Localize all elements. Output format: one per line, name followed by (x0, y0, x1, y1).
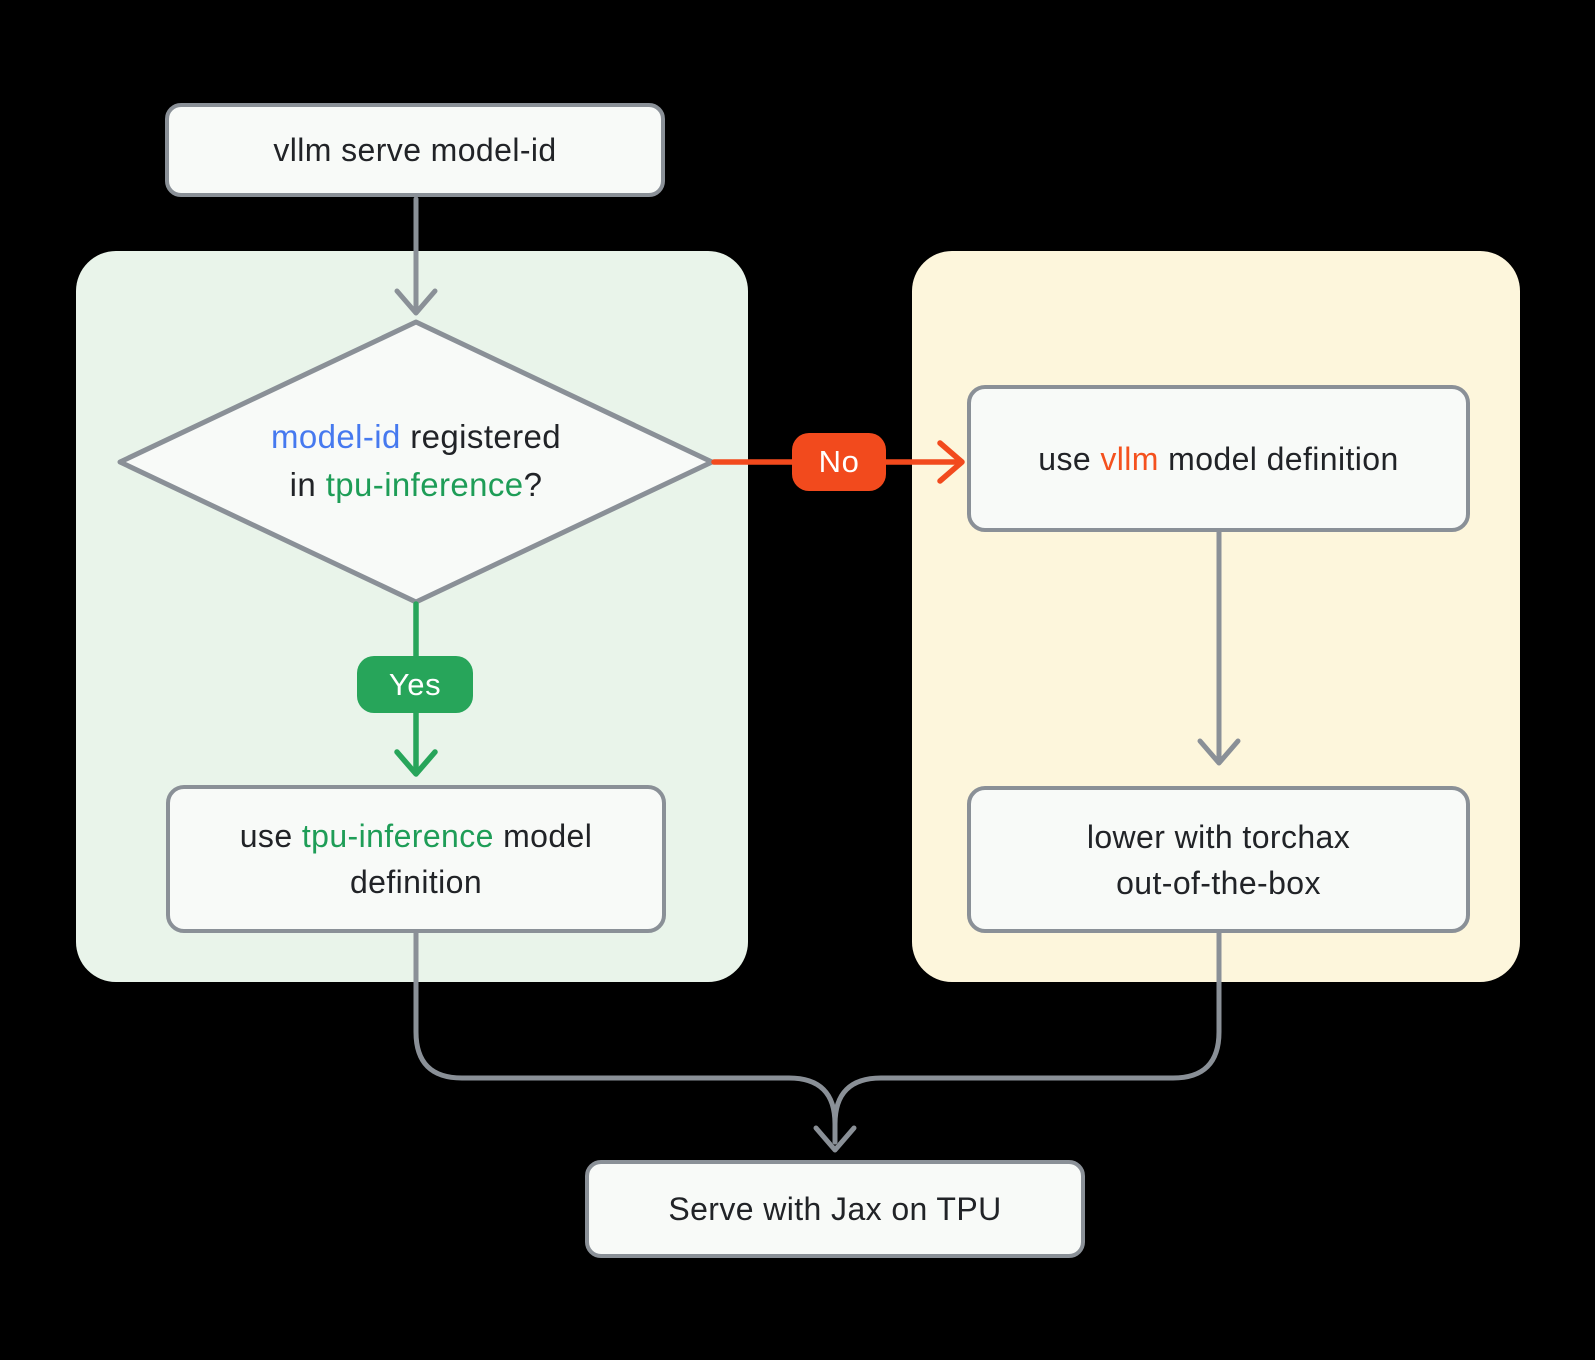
edge-start-to-decision-arrowhead-icon (394, 288, 438, 316)
node-use-vllm-label: use vllm model definition (1038, 436, 1398, 482)
node-serve-label: Serve with Jax on TPU (668, 1191, 1002, 1227)
use-vllm-pre: use (1038, 440, 1101, 477)
edge-merge-left (413, 930, 838, 1145)
edge-label-no: No (792, 433, 886, 491)
decision-line-2: in tpu-inference? (166, 461, 666, 509)
node-start-label: vllm serve model-id (273, 132, 557, 168)
node-lower-with-torchax: lower with torchax out-of-the-box (967, 786, 1470, 933)
yes-badge-text: Yes (388, 666, 442, 702)
node-decision-label: model-id registered in tpu-inference? (166, 413, 666, 509)
edge-merge-right (832, 930, 1222, 1145)
node-use-tpu-inference: use tpu-inference model definition (166, 785, 666, 933)
no-badge-text: No (818, 444, 860, 479)
use-vllm-post: model definition (1158, 440, 1399, 477)
decision-line1-rest: registered (400, 418, 562, 455)
keyword-tpu-inference: tpu-inference (301, 818, 494, 854)
keyword-model-id: model-id (270, 418, 401, 455)
node-serve-with-jax: Serve with Jax on TPU (585, 1160, 1085, 1258)
keyword-vllm: vllm (1100, 440, 1159, 477)
edge-yes-arrowhead-icon (394, 749, 438, 777)
edge-usevllm-to-torchax-arrowhead-icon (1197, 738, 1241, 766)
edge-merge-arrowhead-icon (813, 1125, 857, 1153)
decision-line2-pre: in (289, 466, 326, 503)
torchax-line-2: out-of-the-box (1116, 864, 1321, 901)
node-use-tpu-inference-label: use tpu-inference model definition (170, 813, 662, 905)
decision-line-1: model-id registered (166, 413, 666, 461)
decision-line2-suffix: ? (523, 466, 543, 503)
edge-no-arrowhead-icon (937, 440, 965, 484)
keyword-tpu-inference: tpu-inference (325, 466, 524, 503)
use-tpu-post: model definition (349, 818, 593, 900)
edge-label-yes: Yes (357, 656, 473, 713)
torchax-line-1: lower with torchax (1086, 818, 1351, 855)
node-use-vllm: use vllm model definition (967, 385, 1470, 532)
node-lower-with-torchax-label: lower with torchax out-of-the-box (1087, 814, 1350, 906)
use-tpu-pre: use (239, 818, 302, 854)
node-start-command: vllm serve model-id (165, 103, 665, 197)
